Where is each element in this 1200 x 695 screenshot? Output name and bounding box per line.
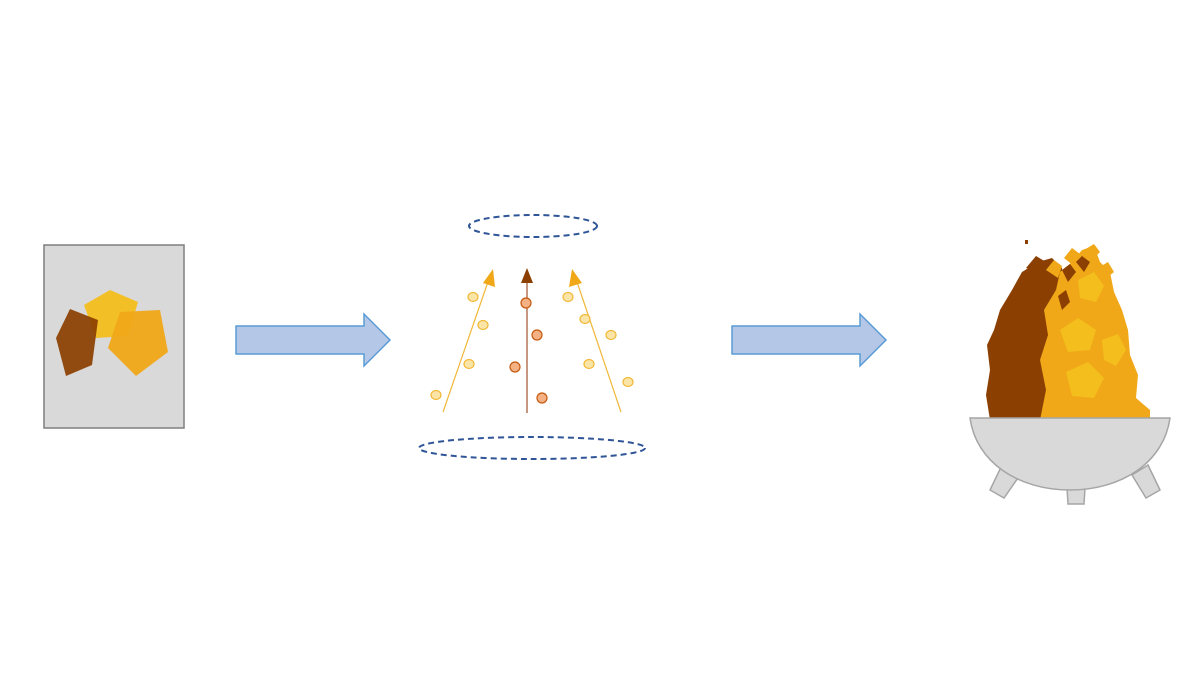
flame-bright-tip-2 [1064, 248, 1080, 266]
orange-pentagon [108, 310, 168, 376]
pentagon-shapes-icon [56, 290, 168, 376]
bowl-leg-right [1130, 463, 1161, 500]
particle-flow [418, 214, 646, 460]
particle [520, 297, 532, 309]
right-arrow-icon [731, 312, 888, 368]
bottom-ring [418, 436, 646, 460]
particle [463, 358, 475, 370]
flame-highlight [1102, 334, 1126, 366]
particle [531, 329, 543, 341]
top-ring [468, 214, 598, 238]
left-arrowhead [483, 269, 495, 287]
flame-highlights [1060, 272, 1126, 398]
particle [509, 361, 521, 373]
flame-bright-tip-3 [1084, 244, 1100, 260]
center-arrowhead [521, 268, 533, 283]
flame-highlight [1066, 362, 1104, 398]
light-particles [430, 291, 634, 401]
flame-highlight [1078, 272, 1104, 302]
flame-dark-tip [1026, 256, 1046, 272]
bowl-body [969, 417, 1171, 491]
source-card [43, 244, 185, 429]
right-trajectory [574, 275, 622, 413]
fire-bowl-icon [969, 240, 1171, 505]
right-arrowhead [569, 269, 582, 287]
flame-bright-tip-1 [1046, 260, 1062, 278]
particle [467, 291, 479, 303]
flame-shadow [1062, 264, 1076, 282]
flame-highlight [1060, 318, 1096, 352]
particle [605, 329, 617, 341]
flame-bright-tip-4 [1098, 262, 1114, 280]
flame-shadow [1058, 290, 1070, 310]
particle [622, 376, 634, 388]
particle [477, 319, 489, 331]
brown-pentagon [56, 309, 98, 376]
flame-shadow [1076, 256, 1090, 272]
particle [583, 358, 595, 370]
particle [562, 291, 574, 303]
left-trajectory [442, 275, 491, 413]
right-arrow-icon [235, 312, 392, 368]
flame-spark [1025, 240, 1028, 244]
rising-particles-icon [430, 268, 634, 413]
particle [579, 313, 591, 325]
flame-shadow-edges [1058, 256, 1090, 310]
flame-bowl [969, 240, 1171, 505]
dark-particles [509, 297, 548, 404]
particle [430, 389, 442, 401]
particle [536, 392, 548, 404]
